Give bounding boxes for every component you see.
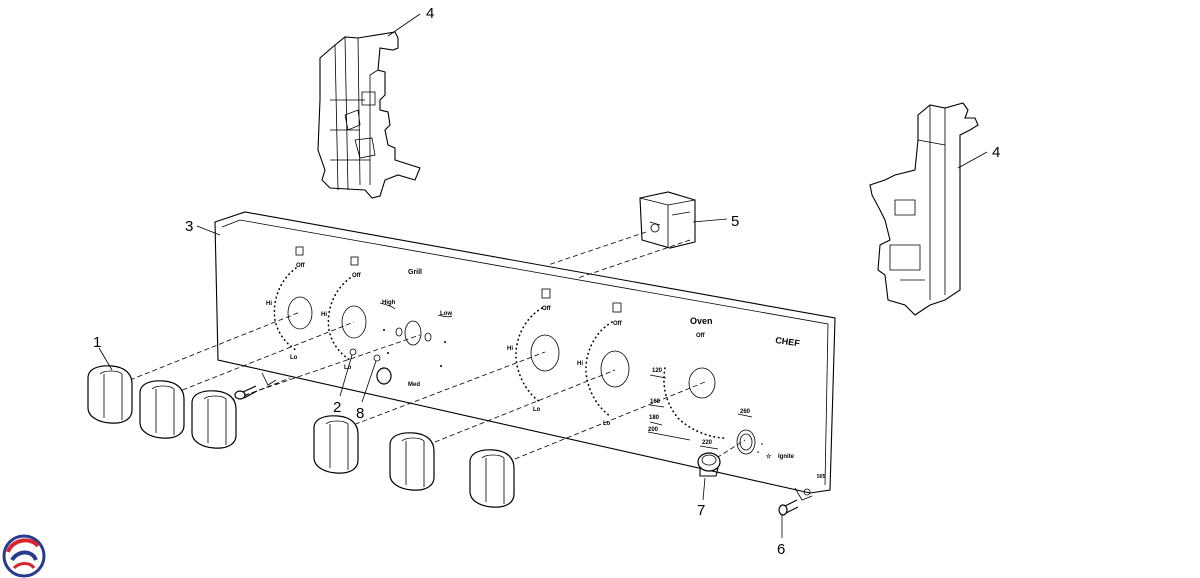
- callout-2: 2: [333, 399, 341, 416]
- label-200: 200: [648, 427, 659, 433]
- label-hi-1: Hi: [266, 301, 272, 307]
- screw-right: [778, 499, 799, 516]
- oven-dial: [647, 367, 763, 455]
- callout-3: 3: [185, 218, 193, 235]
- label-160: 160: [650, 399, 661, 405]
- label-260: 260: [740, 409, 751, 415]
- label-lo-1: Lo: [290, 355, 298, 361]
- dial-2: [327, 256, 367, 361]
- callout-6: 6: [777, 541, 785, 558]
- timer-switch: [639, 191, 696, 249]
- dial-1: [273, 246, 313, 351]
- brand-logo: CHEF: [775, 335, 801, 348]
- label-oven: Oven: [690, 316, 713, 326]
- label-220: 220: [702, 440, 713, 446]
- label-180: 180: [649, 415, 660, 421]
- callout-7: 7: [697, 502, 705, 519]
- explode-lines: [129, 231, 746, 466]
- knob-3: [191, 390, 237, 449]
- label-oven-off: Off: [696, 333, 706, 339]
- brand-logo-mark: [2, 534, 46, 578]
- label-hi-4: Hi: [577, 361, 583, 367]
- label-off-1: Off: [296, 263, 306, 269]
- label-lo-4: Lo: [603, 421, 611, 427]
- label-hi-3: Hi: [507, 346, 513, 352]
- label-med: Med: [408, 382, 420, 388]
- label-ignite: Ignite: [778, 454, 795, 460]
- screw-left: [234, 385, 258, 400]
- grill-control: [379, 302, 453, 367]
- leader-lines: [98, 13, 988, 538]
- label-off-2: Off: [352, 273, 362, 279]
- knob-6: [469, 449, 515, 508]
- control-panel: Off Off Off Off Hi Hi Hi Hi Lo Lo Lo Lo …: [214, 211, 836, 501]
- label-120: 120: [652, 368, 663, 374]
- label-lo-3: Lo: [533, 407, 541, 413]
- callout-1: 1: [93, 334, 101, 351]
- knob-4: [313, 415, 359, 474]
- knob-2: [139, 380, 185, 439]
- label-grill: Grill: [408, 269, 422, 276]
- label-off-4: Off: [613, 321, 623, 327]
- callout-4-right: 4: [992, 144, 1000, 161]
- label-off-3: Off: [542, 306, 552, 312]
- bracket-right: [869, 102, 979, 316]
- ignition-button: [697, 452, 721, 477]
- knob-5: [389, 432, 435, 491]
- callout-8: 8: [356, 405, 364, 422]
- bracket-left: [317, 31, 421, 199]
- label-high: High: [382, 300, 396, 306]
- dial-3: [515, 288, 560, 403]
- label-code: 505: [817, 474, 826, 480]
- callout-5: 5: [731, 213, 739, 230]
- indicator-lamp: [376, 367, 392, 385]
- dial-4: [585, 302, 630, 417]
- label-hi-2: Hi: [321, 312, 327, 318]
- callout-4-left: 4: [426, 5, 434, 22]
- spark-icon: ☆: [766, 453, 772, 460]
- knob-1: [87, 365, 133, 424]
- knobs: [87, 365, 515, 508]
- label-low: Low: [440, 311, 452, 317]
